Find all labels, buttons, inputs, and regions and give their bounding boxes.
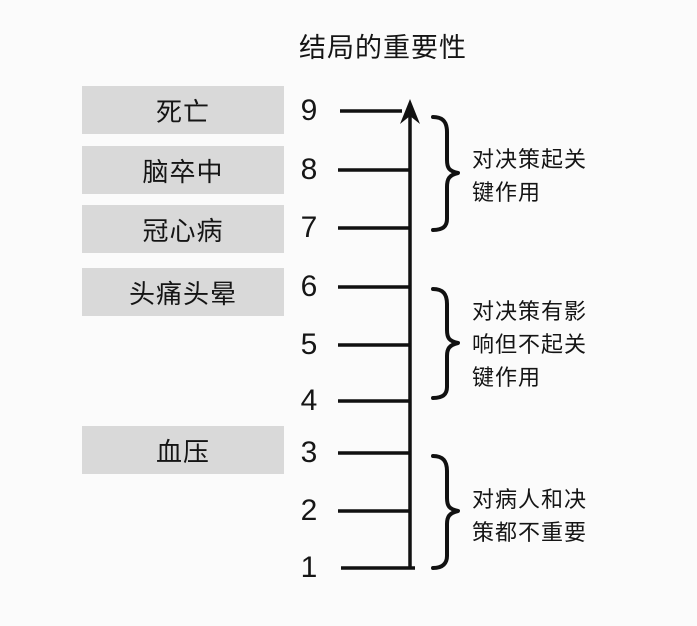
scale-number-6: 6 [300, 270, 318, 303]
scale-number-1: 1 [300, 551, 318, 584]
annotation-line: 对决策起关 [472, 147, 588, 172]
brace-critical [431, 115, 460, 232]
scale-number-5: 5 [300, 328, 318, 361]
annotation-line: 键作用 [472, 180, 542, 205]
annotation-line: 键作用 [472, 365, 542, 390]
outcome-box-coronary-heart-disease: 冠心病 [82, 205, 284, 253]
scale-number-7: 7 [300, 211, 318, 244]
axis-arrowhead-icon [400, 99, 420, 124]
grouping-braces [431, 115, 460, 570]
outcome-box-death: 死亡 [82, 86, 284, 134]
outcome-box-stroke: 脑卒中 [82, 146, 284, 194]
outcome-label-coronary-heart-disease: 冠心病 [142, 216, 224, 246]
annotation-line: 对决策有影 [472, 299, 588, 324]
outcome-label-blood-pressure: 血压 [155, 437, 210, 467]
scale-number-2: 2 [300, 494, 318, 527]
scale-number-3: 3 [300, 436, 318, 469]
outcome-label-death: 死亡 [155, 97, 210, 127]
scale-number-4: 4 [300, 384, 318, 417]
diagram-title: 结局的重要性 [299, 33, 467, 63]
annotation-influences-decision: 对决策有影 响但不起关 键作用 [472, 295, 652, 394]
scale-number-9: 9 [300, 94, 318, 127]
outcome-box-headache-dizziness: 头痛头晕 [82, 268, 284, 316]
axis-tick-marks [338, 109, 415, 570]
annotation-not-important: 对病人和决 策都不重要 [472, 483, 652, 549]
outcome-label-headache-dizziness: 头痛头晕 [128, 279, 237, 309]
brace-not-important [431, 454, 460, 570]
annotation-line: 对病人和决 [472, 487, 588, 512]
annotation-line: 响但不起关 [472, 332, 588, 357]
annotation-critical-for-decision: 对决策起关 键作用 [472, 143, 652, 209]
brace-important [431, 287, 460, 400]
outcome-box-blood-pressure: 血压 [82, 426, 284, 474]
scale-number-8: 8 [300, 153, 318, 186]
outcome-label-stroke: 脑卒中 [142, 157, 224, 187]
annotation-line: 策都不重要 [472, 520, 588, 545]
